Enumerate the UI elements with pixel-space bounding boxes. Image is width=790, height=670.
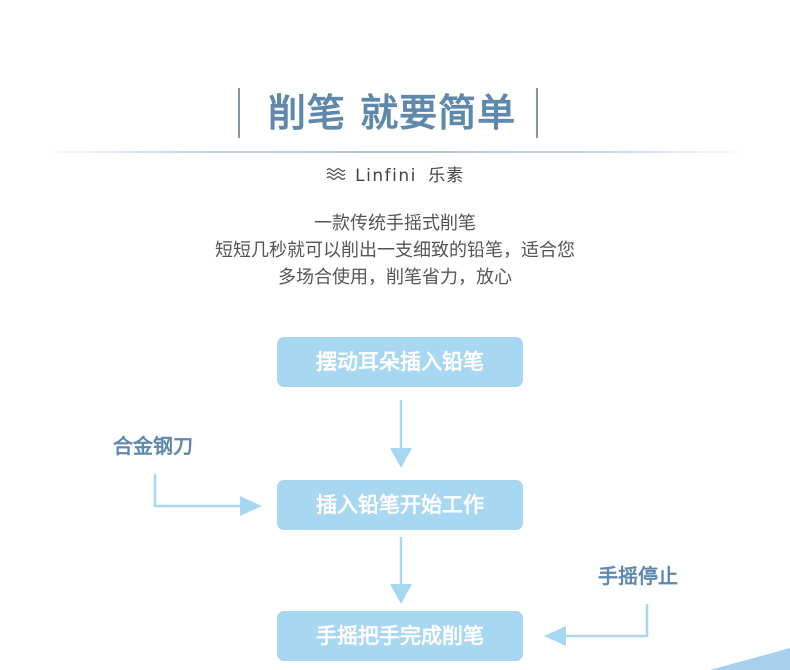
title-divider bbox=[40, 151, 750, 153]
title-right-rule bbox=[536, 88, 538, 138]
description-line: 多场合使用，削笔省力，放心 bbox=[278, 267, 512, 288]
flow-step-1: 摆动耳朵插入铅笔 bbox=[277, 337, 523, 387]
side-label-crank-stop: 手摇停止 bbox=[598, 564, 678, 588]
title-left-rule bbox=[238, 88, 240, 138]
arrow-step2-to-step3 bbox=[390, 537, 412, 604]
side-label-blade: 合金钢刀 bbox=[113, 434, 193, 458]
brand-name-cn: 乐素 bbox=[428, 166, 465, 186]
waves-icon bbox=[326, 164, 346, 188]
brand-name: Linfini bbox=[355, 166, 417, 186]
flow-step-2: 插入铅笔开始工作 bbox=[277, 480, 523, 530]
corner-accent-decoration bbox=[710, 648, 790, 670]
description: 一款传统手摇式削笔 短短几秒就可以削出一支细致的铅笔，适合您 多场合使用，削笔省… bbox=[0, 210, 790, 291]
page-title: 削笔 就要简单 bbox=[267, 90, 517, 135]
description-line: 短短几秒就可以削出一支细致的铅笔，适合您 bbox=[215, 240, 575, 261]
arrow-step1-to-step2 bbox=[390, 400, 412, 468]
flow-step-3: 手摇把手完成削笔 bbox=[277, 611, 523, 661]
title-bar: 削笔 就要简单 bbox=[0, 86, 790, 142]
arrow-right-into-step3 bbox=[544, 604, 649, 646]
description-line: 一款传统手摇式削笔 bbox=[314, 213, 476, 234]
arrow-left-into-step2 bbox=[153, 474, 262, 516]
brand-logo: Linfini 乐素 bbox=[0, 164, 790, 188]
